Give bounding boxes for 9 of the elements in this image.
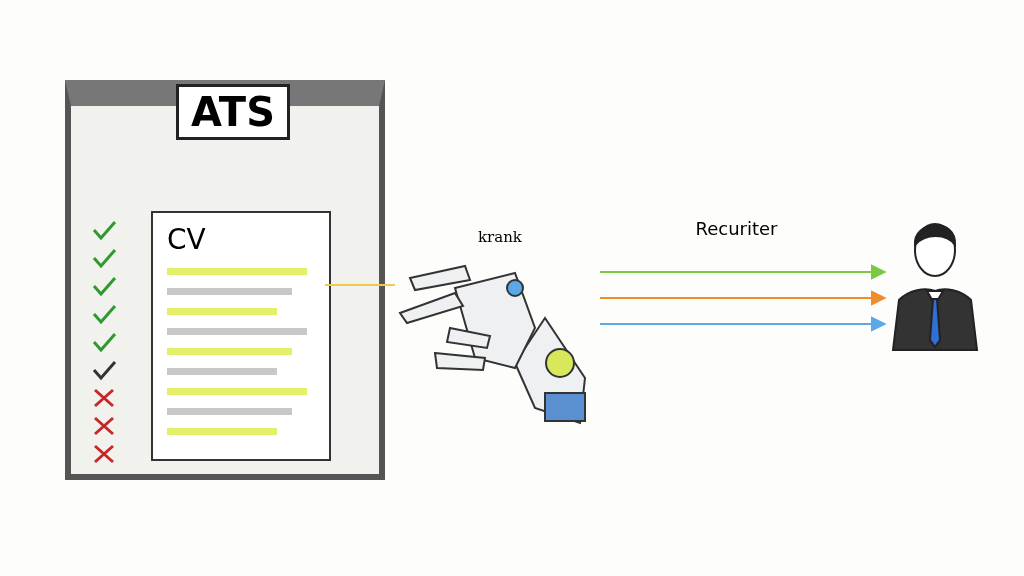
handwritten-note: krank [478, 228, 522, 246]
arrow [599, 316, 887, 332]
document-heading: CV [167, 223, 206, 256]
arrow [599, 264, 887, 280]
gate-frame [65, 80, 385, 480]
arrow [599, 290, 887, 306]
cv-document [151, 211, 331, 461]
gate-sign: ATS [176, 84, 290, 140]
connector-line [324, 284, 396, 286]
